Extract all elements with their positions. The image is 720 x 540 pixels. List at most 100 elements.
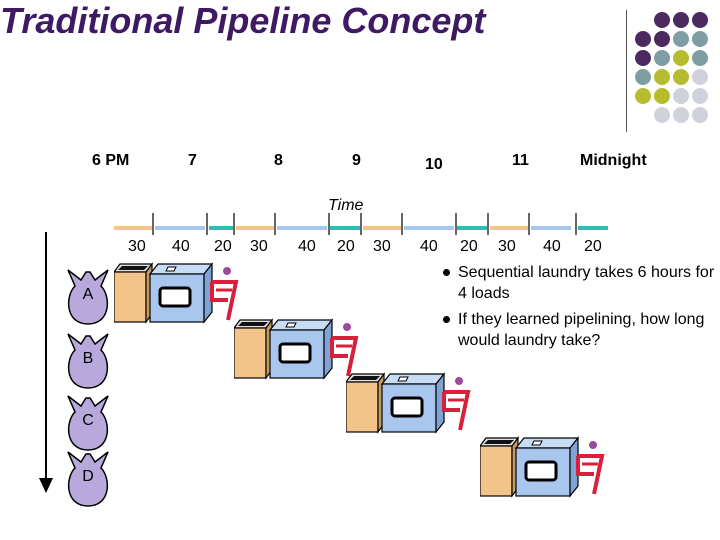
bullet-item: If they learned pipelining, how long wou…	[440, 309, 720, 351]
hour-label: 11	[512, 152, 529, 169]
decorative-dot	[635, 31, 651, 47]
decorative-dot	[692, 69, 708, 85]
tick-label: 40	[420, 238, 438, 255]
tick-label: 30	[373, 238, 391, 255]
load-label: A	[82, 286, 94, 303]
load-A-machines	[114, 262, 244, 324]
fold-segment	[330, 226, 360, 230]
laundry-bag-icon	[67, 269, 109, 325]
wash-segment	[236, 226, 274, 230]
bullet-text: If they learned pipelining, how long wou…	[458, 311, 705, 349]
hour-label: 7	[188, 152, 197, 169]
tick-label: 40	[172, 238, 190, 255]
bullet-dot-icon	[443, 316, 450, 323]
tick-label: 30	[250, 238, 268, 255]
tick-label: 30	[128, 238, 146, 255]
time-axis-label: Time	[328, 197, 364, 214]
decorative-dot	[692, 107, 708, 123]
tick-label: 40	[298, 238, 316, 255]
hour-label: 8	[274, 152, 283, 169]
decorative-dot	[692, 12, 708, 28]
decorative-dot	[654, 12, 670, 28]
decorative-dot	[654, 31, 670, 47]
tick-label: 20	[460, 238, 478, 255]
decorative-dot	[692, 50, 708, 66]
fold-segment	[578, 226, 608, 230]
laundry-bag-A: A	[64, 266, 112, 328]
decorative-dot	[673, 12, 689, 28]
folding-person-icon	[210, 267, 239, 321]
timeline-separator	[487, 213, 489, 235]
fold-segment	[209, 226, 233, 230]
decorative-dot	[654, 107, 670, 123]
decorative-dot	[692, 31, 708, 47]
decorative-dot	[673, 69, 689, 85]
tick-label: 20	[337, 238, 355, 255]
laundry-bag-B: B	[64, 330, 112, 392]
load-C-machines	[346, 372, 476, 434]
load-B-machines	[234, 318, 364, 380]
decorative-dot	[635, 88, 651, 104]
decorative-dot	[635, 50, 651, 66]
bullet-text: Sequential laundry takes 6 hours for 4 l…	[458, 264, 715, 302]
timeline-separator	[575, 213, 577, 235]
folding-person-icon	[576, 441, 605, 495]
hour-label: 6 PM	[92, 152, 130, 169]
timeline-separator	[401, 213, 403, 235]
decorative-dot	[635, 69, 651, 85]
hour-label: 10	[425, 156, 443, 173]
dry-segment	[155, 226, 205, 230]
load-D-machines	[480, 436, 610, 498]
tick-label: 30	[498, 238, 516, 255]
timeline-separator	[206, 213, 208, 235]
dryer-icon	[514, 436, 580, 498]
hour-label: Midnight	[580, 152, 647, 169]
decorative-dot	[673, 50, 689, 66]
laundry-bag-icon	[67, 395, 109, 451]
tick-label: 40	[543, 238, 561, 255]
wash-segment	[490, 226, 528, 230]
decorative-dot	[673, 88, 689, 104]
load-label: B	[82, 350, 94, 367]
tick-label: 20	[214, 238, 232, 255]
decorative-dot	[673, 31, 689, 47]
timeline-separator	[152, 213, 154, 235]
load-label: C	[82, 412, 94, 429]
slide-title: Traditional Pipeline Concept	[0, 0, 486, 41]
timeline-separator	[274, 213, 276, 235]
wash-segment	[363, 226, 401, 230]
corner-divider-line	[626, 10, 627, 132]
dry-segment	[277, 226, 327, 230]
timeline-separator	[233, 213, 235, 235]
laundry-bag-D: D	[64, 448, 112, 510]
laundry-bag-C: C	[64, 392, 112, 454]
tick-label: 20	[584, 238, 602, 255]
bullet-dot-icon	[443, 269, 450, 276]
load-label: D	[82, 468, 94, 485]
decorative-dot	[654, 88, 670, 104]
washer-icon	[480, 436, 520, 498]
wash-segment	[114, 226, 152, 230]
laundry-bag-icon	[67, 333, 109, 389]
laundry-bag-icon	[67, 451, 109, 507]
decorative-dot	[654, 69, 670, 85]
folding-person-icon	[442, 377, 471, 431]
dryer-icon	[380, 372, 446, 434]
decorative-dot	[654, 50, 670, 66]
timeline-separator	[455, 213, 457, 235]
timeline-separator	[360, 213, 362, 235]
hour-label: 9	[352, 152, 361, 169]
bullet-item: Sequential laundry takes 6 hours for 4 l…	[440, 262, 720, 304]
folding-person-icon	[330, 323, 359, 377]
dryer-icon	[148, 262, 214, 324]
bullet-list: Sequential laundry takes 6 hours for 4 l…	[440, 262, 720, 356]
dry-segment	[404, 226, 454, 230]
dryer-icon	[268, 318, 334, 380]
task-order-arrow	[39, 232, 53, 493]
dry-segment	[531, 226, 571, 230]
fold-segment	[457, 226, 487, 230]
decorative-dot	[692, 88, 708, 104]
decorative-dot	[673, 107, 689, 123]
timeline-separator	[328, 213, 330, 235]
timeline-separator	[528, 213, 530, 235]
